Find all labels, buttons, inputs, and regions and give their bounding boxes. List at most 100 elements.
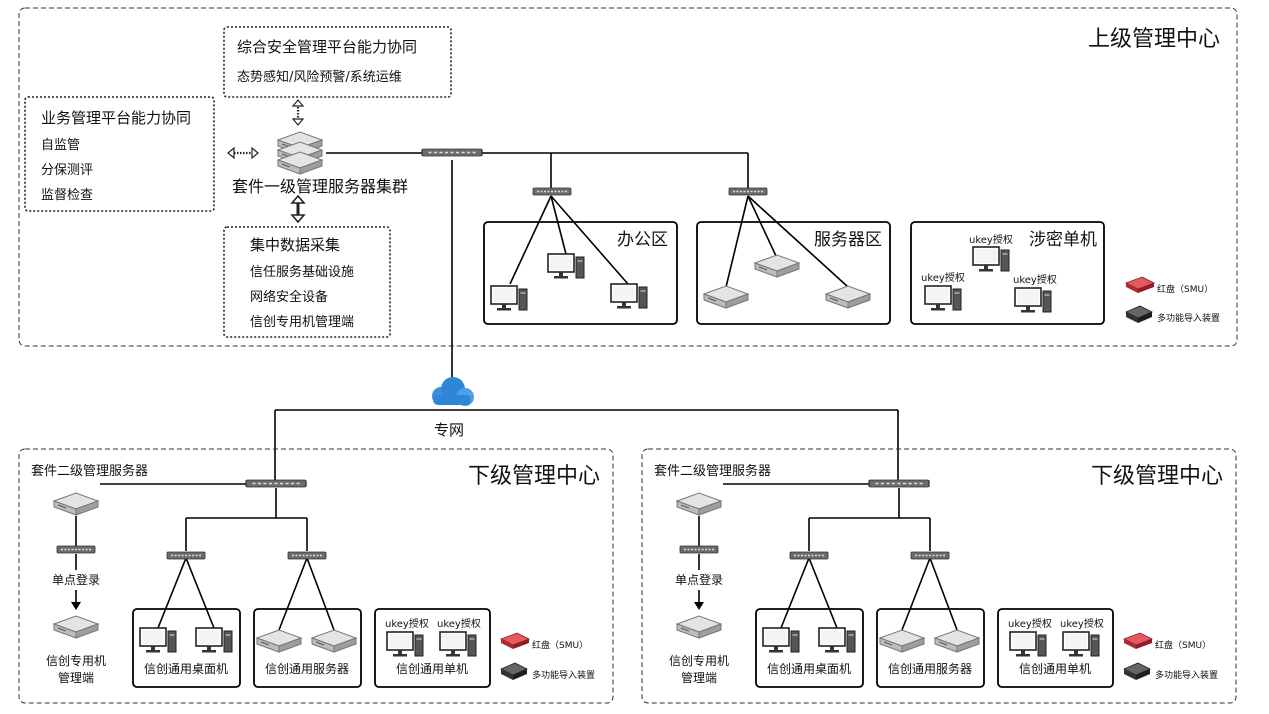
switch-icon: [679, 545, 719, 554]
business-item: 自监管: [41, 138, 80, 153]
mgmt-label: 信创专用机: [46, 653, 106, 668]
switch-icon: [166, 551, 206, 560]
private-network-label: 专网: [434, 421, 464, 439]
secondary-server-icon: [53, 492, 99, 516]
server-box: [253, 608, 362, 688]
server-icon: [311, 629, 357, 653]
server-zone-box: [696, 221, 891, 325]
server-icon: [703, 285, 749, 309]
server-box-label: 信创通用服务器: [888, 661, 972, 676]
server-icon: [879, 629, 925, 653]
desktop-icon: [818, 627, 856, 654]
desktop-icon: [439, 631, 477, 658]
mgmt-label: 信创专用机: [669, 653, 729, 668]
switch-icon: [728, 187, 768, 196]
single-box: [997, 608, 1114, 688]
security-platform-box: [223, 26, 452, 98]
ukey-label: ukey授权: [969, 233, 1013, 246]
data-collection-box: [223, 226, 391, 338]
secret-zone-box: [910, 221, 1105, 325]
business-item: 监督检查: [41, 188, 93, 203]
import-device-icon: [1123, 662, 1151, 681]
desktop-icon: [547, 253, 585, 280]
desktop-icon: [1062, 631, 1100, 658]
ukey-label: ukey授权: [1008, 617, 1052, 630]
lower-center-left: 下级管理中心 套件二级管理服务器 单点登录 信创专用机 管理端 信创通: [18, 448, 614, 704]
business-item: 分保测评: [41, 163, 93, 178]
server-box-label: 信创通用服务器: [265, 661, 349, 676]
legend-red-disk: 红盘（SMU）: [532, 639, 588, 651]
switch-icon: [867, 478, 931, 489]
switch-icon: [532, 187, 572, 196]
data-collection-title: 集中数据采集: [250, 236, 340, 254]
desktop-box-label: 信创通用桌面机: [144, 662, 228, 676]
desktop-box: [755, 608, 864, 688]
mgmt-label: 管理端: [58, 670, 94, 685]
ukey-label: ukey授权: [921, 271, 965, 284]
cloud-icon: [432, 377, 474, 406]
legend-import-device: 多功能导入装置: [1155, 669, 1218, 681]
lower-center-frame: [18, 448, 614, 704]
desktop-icon: [762, 627, 800, 654]
business-platform-title: 业务管理平台能力协同: [41, 109, 191, 127]
sso-label: 单点登录: [52, 572, 100, 587]
switch-icon: [789, 551, 829, 560]
mgmt-label: 管理端: [681, 670, 717, 685]
secondary-server-icon: [676, 492, 722, 516]
lower-center-right: 下级管理中心 套件二级管理服务器 单点登录 信创专用机 管理端 信创通: [641, 448, 1237, 704]
desktop-icon: [610, 283, 648, 310]
ukey-label: ukey授权: [437, 617, 481, 630]
legend-red-disk: 红盘（SMU）: [1155, 639, 1211, 651]
desktop-icon: [1009, 631, 1047, 658]
import-device-icon: [1125, 305, 1153, 324]
sso-label: 单点登录: [675, 572, 723, 587]
lower-center-title: 下级管理中心: [1091, 464, 1223, 489]
legend-red-disk: 红盘（SMU）: [1157, 283, 1213, 295]
ukey-label: ukey授权: [385, 617, 429, 630]
server-zone-label: 服务器区: [814, 230, 882, 250]
business-platform-box: [24, 96, 215, 212]
switch-icon: [244, 478, 308, 489]
upper-center-title: 上级管理中心: [1088, 27, 1220, 52]
single-box: [374, 608, 491, 688]
desktop-icon: [195, 627, 233, 654]
data-collection-item: 网络安全设备: [250, 289, 328, 305]
lower-server-label: 套件二级管理服务器: [31, 463, 148, 479]
desktop-icon: [1014, 287, 1052, 314]
double-arrow-icon: [290, 194, 306, 224]
single-box-label: 信创通用单机: [396, 662, 468, 676]
security-platform-subtitle: 态势感知/风险预警/系统运维: [237, 69, 402, 85]
backbone-lines: [274, 409, 899, 480]
lower-server-label: 套件二级管理服务器: [654, 463, 771, 479]
server-icon: [754, 254, 800, 278]
desktop-icon: [386, 631, 424, 658]
data-collection-item: 信创专用机管理端: [250, 315, 354, 330]
server-cluster-icon: [277, 131, 323, 175]
double-arrow-icon: [291, 99, 305, 126]
legend-import-device: 多功能导入装置: [532, 669, 595, 681]
desktop-icon: [490, 285, 528, 312]
ukey-label: ukey授权: [1013, 273, 1057, 286]
switch-icon: [56, 545, 96, 554]
security-platform-title: 综合安全管理平台能力协同: [237, 38, 417, 56]
lower-center-title: 下级管理中心: [468, 464, 600, 489]
red-disk-icon: [1123, 632, 1153, 650]
server-icon: [825, 285, 871, 309]
server-box: [876, 608, 985, 688]
legend-import-device: 多功能导入装置: [1157, 312, 1220, 324]
server-cluster-label: 套件一级管理服务器集群: [232, 177, 408, 196]
desktop-box-label: 信创通用桌面机: [767, 662, 851, 676]
server-icon: [256, 629, 302, 653]
office-zone-label: 办公区: [617, 230, 668, 250]
upper-center-frame: [18, 7, 1238, 347]
data-collection-item: 信任服务基础设施: [250, 264, 354, 280]
double-arrow-icon: [227, 146, 259, 160]
switch-icon: [287, 551, 327, 560]
ukey-label: ukey授权: [1060, 617, 1104, 630]
switch-icon: [910, 551, 950, 560]
red-disk-icon: [1125, 276, 1155, 294]
desktop-icon: [924, 285, 962, 312]
desktop-icon: [139, 627, 177, 654]
upper-network-lines: [326, 152, 849, 382]
